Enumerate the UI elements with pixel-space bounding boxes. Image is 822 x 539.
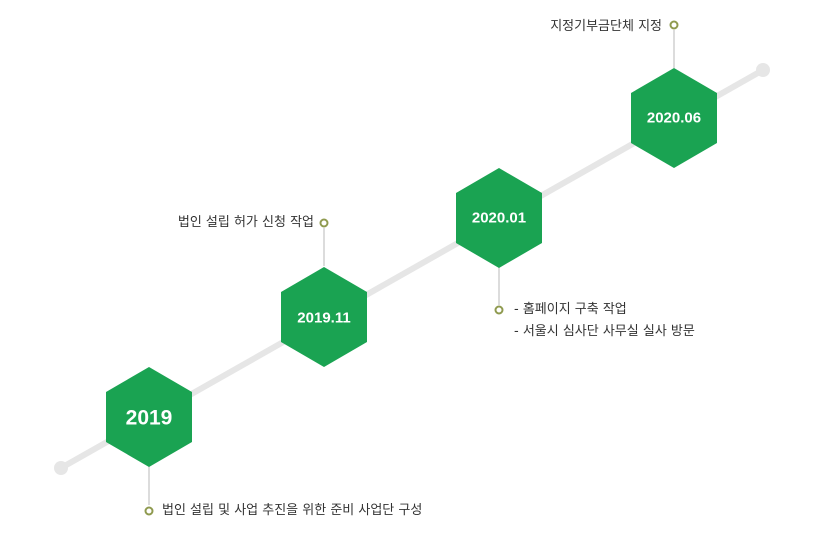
milestone-2020-01: 2020.01 xyxy=(456,168,542,268)
description-line: - 홈페이지 구축 작업 xyxy=(514,302,627,317)
marker-dot-2020-01 xyxy=(494,305,504,315)
milestone-label: 2019.11 xyxy=(297,310,350,327)
milestone-2019: 2019 xyxy=(106,367,192,467)
hexagon-shape xyxy=(106,367,192,467)
milestone-label: 2020.01 xyxy=(472,210,526,227)
description-line: 지정기부금단체 지정 xyxy=(550,19,662,34)
milestone-2020-01-description: - 홈페이지 구축 작업 - 서울시 심사단 사무실 실사 방문 xyxy=(514,299,695,343)
description-line: 법인 설립 허가 신청 작업 xyxy=(177,215,314,230)
hexagon-shape xyxy=(456,168,542,268)
marker-dot-2020-06 xyxy=(669,20,679,30)
track-start-cap xyxy=(54,461,68,475)
description-line: - 서울시 심사단 사무실 실사 방문 xyxy=(514,324,695,339)
milestone-2019-11-description: 법인 설립 허가 신청 작업 xyxy=(178,212,314,234)
milestone-label: 2020.06 xyxy=(647,110,701,127)
hexagon-shape xyxy=(281,267,367,367)
milestone-2020-06-description: 지정기부금단체 지정 xyxy=(550,16,662,38)
milestone-2020-06: 2020.06 xyxy=(631,68,717,168)
description-line: 법인 설립 및 사업 추진을 위한 준비 사업단 구성 xyxy=(162,503,423,518)
milestone-2019-description: 법인 설립 및 사업 추진을 위한 준비 사업단 구성 xyxy=(162,500,422,522)
track-end-cap xyxy=(756,63,770,77)
hexagon-shape xyxy=(631,68,717,168)
milestone-2019-11: 2019.11 xyxy=(281,267,367,367)
milestone-label: 2019 xyxy=(126,407,173,430)
marker-dot-2019-11 xyxy=(319,218,329,228)
marker-dot-2019 xyxy=(144,506,154,516)
